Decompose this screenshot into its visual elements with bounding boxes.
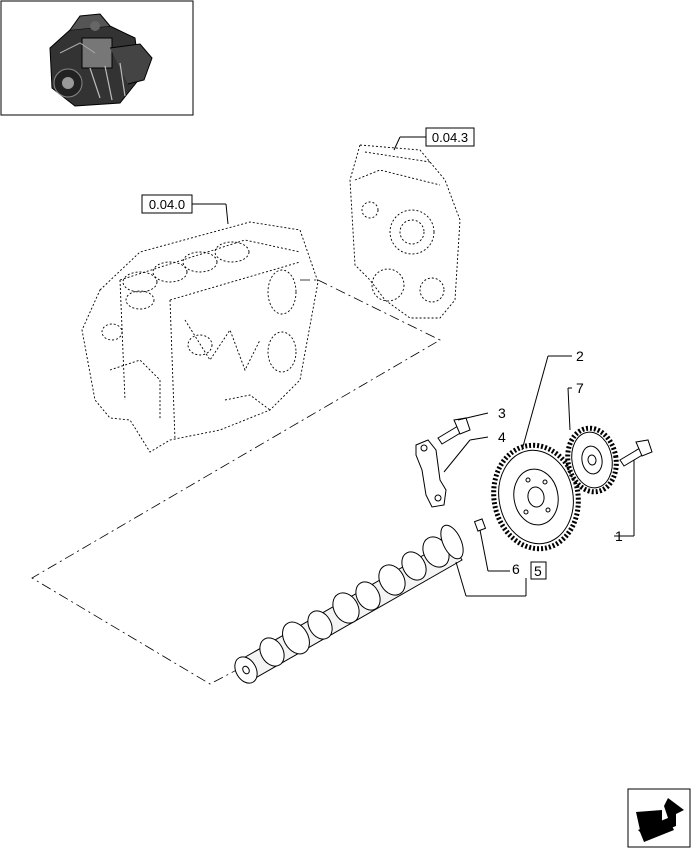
- reference-box-block[interactable]: 0.04.0: [141, 194, 229, 225]
- callout-1[interactable]: 1: [615, 528, 623, 544]
- next-page-arrow-icon[interactable]: [627, 788, 691, 848]
- engine-block: [81, 221, 319, 453]
- camshaft-gear: [491, 442, 581, 552]
- front-cover: [349, 144, 461, 319]
- reference-label-cover[interactable]: 0.04.3: [432, 130, 468, 145]
- reference-box-cover[interactable]: 0.04.3: [393, 127, 475, 151]
- callout-7[interactable]: 7: [576, 380, 584, 396]
- bolt-3: [437, 417, 471, 445]
- engine-thumbnail-icon[interactable]: [0, 0, 194, 116]
- camshaft: [234, 524, 464, 684]
- callout-6[interactable]: 6: [512, 561, 520, 577]
- callout-4[interactable]: 4: [498, 429, 506, 445]
- bracket: [415, 439, 447, 508]
- callout-2[interactable]: 2: [576, 348, 584, 364]
- callout-3[interactable]: 3: [498, 405, 506, 421]
- assembly-guide-lines: [31, 279, 441, 685]
- idler-gear: [565, 425, 619, 495]
- callout-leaders: [443, 355, 635, 597]
- callout-5[interactable]: 5: [534, 563, 542, 579]
- bolt-1: [619, 439, 653, 467]
- reference-label-block[interactable]: 0.04.0: [149, 197, 185, 212]
- callout-5-box[interactable]: 5: [530, 561, 547, 580]
- pin: [473, 518, 487, 532]
